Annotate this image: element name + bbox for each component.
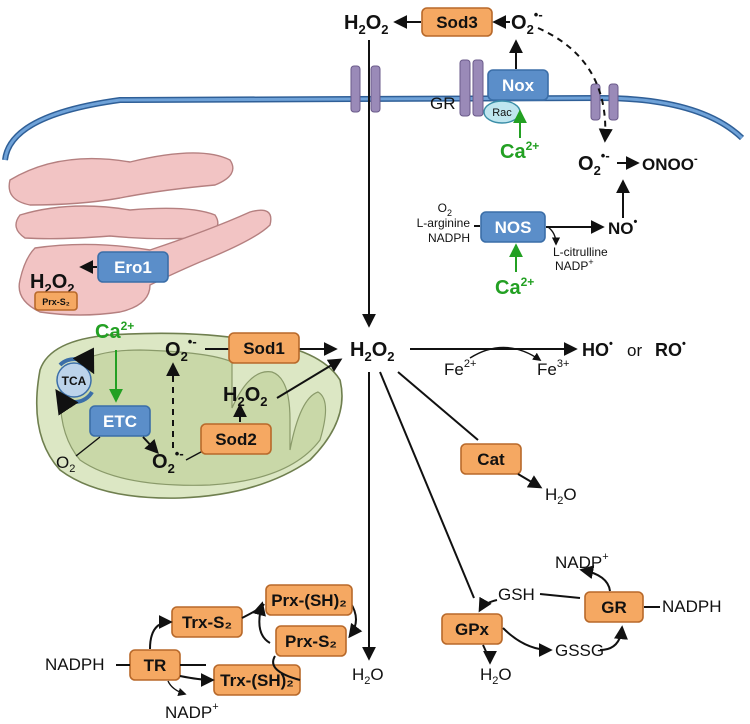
nadp-tr: NADP+: [165, 701, 219, 722]
gpx-label: GPx: [455, 620, 490, 639]
trx-s2-enzyme[interactable]: Trx-S₂: [171, 606, 243, 638]
prx-sh2-label: Prx-(SH)₂: [271, 591, 347, 610]
calcium-mitochondria: Ca2+: [95, 319, 134, 343]
nos-product-nadp: NADP+: [555, 257, 594, 273]
prx-s2-label: Prx-S₂: [285, 632, 337, 651]
nos-product-l-citrulline: L-citrulline: [553, 245, 608, 259]
tca-label: TCA: [62, 374, 87, 388]
etc-label: ETC: [103, 412, 137, 431]
catalase-label: Cat: [477, 450, 505, 469]
prx-s2-er-label: Prx-S₂: [42, 297, 70, 307]
nos-substrate-nadph: NADPH: [428, 231, 470, 245]
etc-complex[interactable]: ETC: [89, 405, 151, 437]
h2o2-central: H2O2: [350, 339, 394, 364]
gssg: GSSG: [555, 641, 604, 660]
sod1-label: Sod1: [243, 339, 285, 358]
superoxide-intracellular: O2•-: [578, 148, 610, 178]
hydroxyl-radical: HO•: [582, 338, 613, 360]
nitric-oxide: NO•: [608, 216, 638, 238]
catalase-enzyme[interactable]: Cat: [460, 443, 522, 475]
tr-label: TR: [144, 656, 167, 675]
h2o2-extracellular: H2O2: [344, 12, 388, 37]
rac-label: Rac: [492, 107, 512, 119]
sod3-label: Sod3: [436, 13, 478, 32]
water-gpx: H2O: [480, 665, 512, 687]
tr-enzyme[interactable]: TR: [129, 649, 181, 681]
superoxide-extracellular: O2•-: [511, 7, 543, 37]
membrane-channel-right: [590, 83, 619, 121]
nox-enzyme[interactable]: Nox: [487, 69, 549, 101]
ero1-enzyme[interactable]: Ero1: [97, 251, 169, 283]
gsh: GSH: [498, 585, 535, 604]
gr-enzyme[interactable]: GR: [584, 591, 644, 623]
peroxynitrite: ONOO-: [642, 153, 698, 174]
membrane-channel-left: [350, 65, 381, 113]
gr-label: GR: [601, 598, 627, 617]
calcium-nox: Ca2+: [500, 139, 539, 163]
nadph-tr: NADPH: [45, 655, 105, 674]
water-cat: H2O: [545, 485, 577, 507]
gpx-enzyme[interactable]: GPx: [441, 613, 503, 645]
nos-enzyme[interactable]: NOS: [480, 211, 546, 243]
nadp-gr: NADP+: [555, 551, 609, 572]
water-prx: H2O: [352, 665, 384, 687]
oxygen-etc: O2: [56, 453, 75, 475]
prx-sh2-enzyme[interactable]: Prx-(SH)₂: [265, 584, 353, 616]
calcium-nos: Ca2+: [495, 275, 534, 299]
ero1-label: Ero1: [114, 258, 152, 277]
sod2-enzyme[interactable]: Sod2: [200, 423, 272, 455]
or-label: or: [627, 341, 642, 360]
nadph-gr: NADPH: [662, 597, 722, 616]
trx-s2-label: Trx-S₂: [182, 613, 232, 632]
trx-sh2-enzyme[interactable]: Trx-(SH)₂: [213, 664, 301, 696]
nox-label: Nox: [502, 76, 535, 95]
trx-sh2-label: Trx-(SH)₂: [220, 671, 294, 690]
sod2-label: Sod2: [215, 430, 257, 449]
ferric-iron: Fe3+: [537, 358, 569, 379]
gr-membrane-label: GR: [430, 94, 456, 113]
nos-substrate-o2: O2: [438, 201, 452, 218]
h2o2-mitochondria: H2O2: [223, 384, 267, 409]
rac-protein[interactable]: Rac: [483, 100, 521, 124]
nos-substrate-l-arginine: L-arginine: [417, 216, 471, 230]
prx-s2-er-enzyme[interactable]: Prx-S₂: [34, 291, 78, 311]
tca-cycle: TCA: [55, 347, 95, 416]
sod1-enzyme[interactable]: Sod1: [228, 332, 300, 364]
membrane-channel-nox: [459, 59, 484, 117]
sod3-enzyme[interactable]: Sod3: [421, 7, 493, 37]
nos-label: NOS: [495, 218, 532, 237]
prx-s2-enzyme[interactable]: Prx-S₂: [275, 625, 347, 657]
ferrous-iron: Fe2+: [444, 358, 476, 379]
alkoxyl-radical: RO•: [655, 338, 686, 360]
